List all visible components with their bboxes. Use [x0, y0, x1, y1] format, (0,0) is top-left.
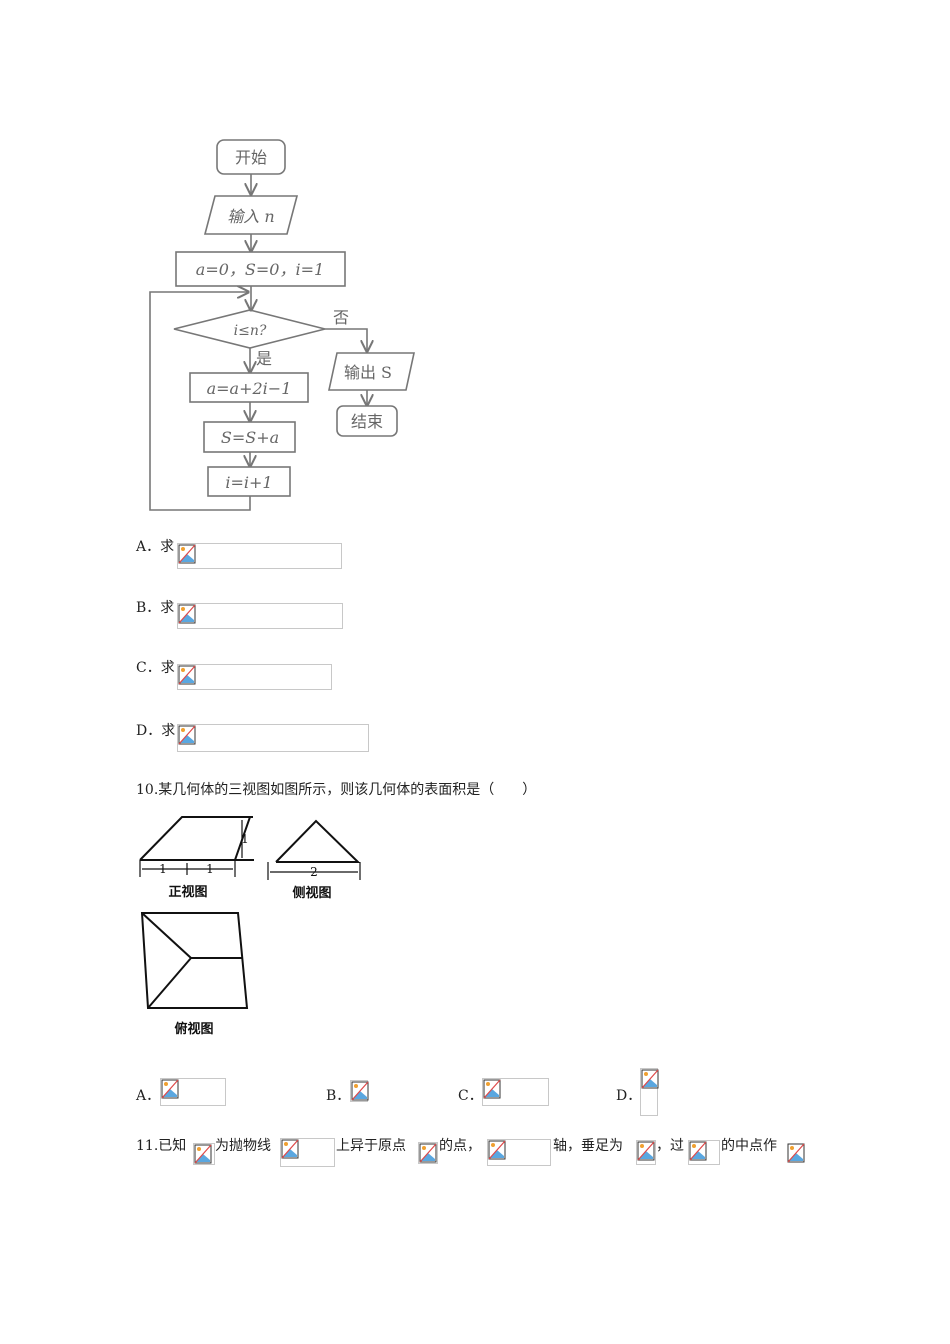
option-d: D．求	[136, 720, 175, 740]
top-view-shape	[140, 912, 249, 1009]
flowchart: 开始 输入 n a=0，S=0，i=1 i≤n? 否 是 a=a+2i−1 S=…	[149, 139, 415, 511]
dim-label: 1	[159, 862, 167, 876]
step1-text: a=a+2i−1	[207, 379, 292, 398]
q10-option-b: B．	[326, 1088, 351, 1104]
broken-image-icon	[787, 1143, 805, 1163]
broken-image-icon	[637, 1141, 655, 1161]
broken-image-icon	[689, 1141, 707, 1161]
q11-image-3	[418, 1142, 438, 1164]
broken-image-icon	[178, 665, 196, 685]
option-d-label: D．求	[136, 723, 176, 739]
start-text: 开始	[235, 148, 267, 167]
broken-image-icon	[178, 725, 196, 745]
step3-text: i=i+1	[225, 473, 272, 492]
q10-option-d-image	[640, 1068, 659, 1116]
q11-text-4: 的点，	[439, 1138, 481, 1154]
broken-image-icon	[351, 1081, 369, 1101]
front-view-shape	[139, 816, 252, 861]
option-a-image	[177, 543, 342, 569]
broken-image-icon	[419, 1143, 437, 1163]
q10-option-a-image	[160, 1078, 226, 1106]
broken-image-icon	[488, 1140, 506, 1160]
q10-option-c: C．	[458, 1088, 483, 1104]
question-10-text: 10.某几何体的三视图如图所示，则该几何体的表面积是（ ）	[136, 782, 537, 798]
option-a-label: A．求	[136, 539, 175, 555]
end-node	[336, 405, 398, 437]
q11-text-5: 轴，垂足为	[553, 1138, 623, 1154]
init-node	[175, 251, 346, 287]
option-b-label: B．求	[136, 600, 175, 616]
init-text: a=0，S=0，i=1	[196, 260, 324, 279]
option-c-label: C．求	[136, 660, 175, 676]
q11-image-2	[280, 1138, 335, 1167]
no-label: 否	[333, 308, 349, 327]
broken-image-icon	[178, 544, 196, 564]
q11-image-5	[636, 1140, 656, 1165]
option-c: C．求	[136, 657, 175, 677]
three-view-figure: 1 1 1 2 正视图 侧视图 俯视图	[139, 816, 361, 1037]
q11-text-1: 11.已知	[136, 1138, 187, 1154]
q10-option-b-image	[350, 1080, 369, 1102]
q10-option-c-image	[482, 1078, 549, 1106]
condition-text: i≤n?	[234, 323, 267, 339]
q11-image-6	[688, 1140, 720, 1165]
side-view-label: 侧视图	[292, 885, 331, 901]
end-text: 结束	[351, 412, 383, 431]
dim-label: 1	[206, 862, 214, 876]
input-node	[203, 195, 299, 235]
q11-text-3: 上异于原点	[336, 1138, 406, 1154]
step2-text: S=S+a	[221, 428, 279, 447]
step1-node	[189, 372, 309, 403]
q11-image-4	[487, 1139, 551, 1166]
output-text: 输出 S	[344, 363, 392, 382]
option-b: B．求	[136, 597, 174, 617]
input-text: 输入 n	[227, 207, 274, 226]
dim-label: 2	[310, 865, 318, 879]
q11-text-7: 的中点作	[721, 1138, 777, 1154]
q11-image-1	[193, 1143, 215, 1165]
q10-option-d: D．	[616, 1088, 642, 1104]
dim-label: 1	[241, 832, 249, 846]
option-d-image	[177, 724, 369, 752]
option-c-image	[177, 664, 332, 690]
top-view-label: 俯视图	[174, 1021, 213, 1037]
q11-image-7	[787, 1143, 805, 1163]
option-b-image	[177, 603, 343, 629]
output-node	[328, 352, 415, 391]
front-view-label: 正视图	[168, 884, 207, 900]
side-view-shape	[275, 819, 361, 863]
broken-image-icon	[483, 1079, 501, 1099]
q11-text-6: ，过	[656, 1138, 684, 1154]
broken-image-icon	[194, 1144, 212, 1164]
q10-option-a: A．	[136, 1088, 161, 1104]
broken-image-icon	[281, 1139, 299, 1159]
loop-back-arrow	[149, 292, 251, 511]
broken-image-icon	[641, 1069, 659, 1089]
broken-image-icon	[178, 604, 196, 624]
broken-image-icon	[161, 1079, 179, 1099]
yes-label: 是	[256, 349, 272, 368]
step3-node	[207, 466, 291, 497]
option-a: A．求	[136, 536, 174, 556]
q11-text-2: 为抛物线	[215, 1138, 271, 1154]
